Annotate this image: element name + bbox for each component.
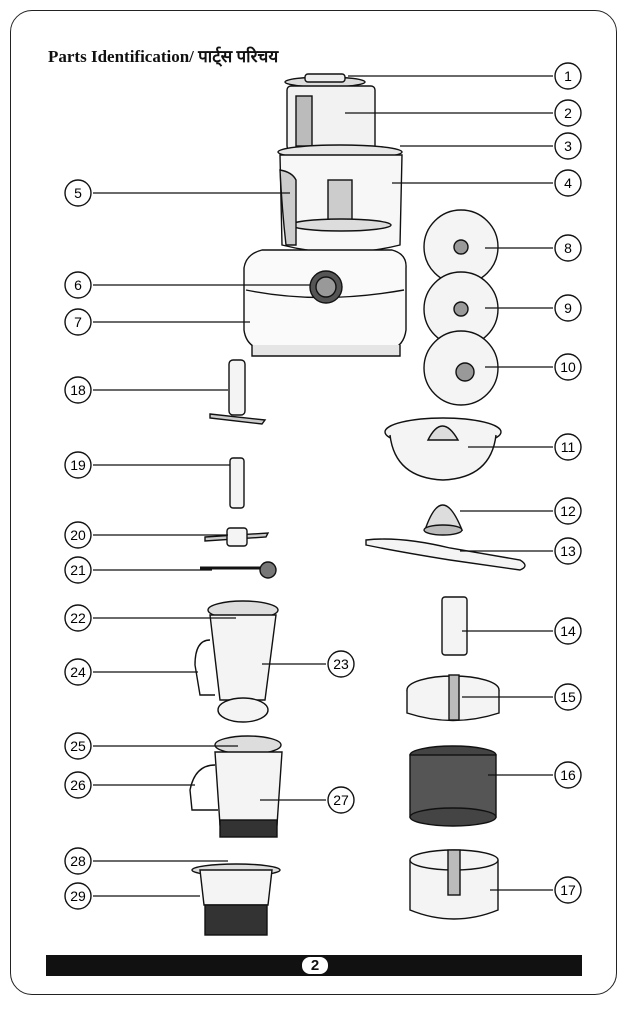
svg-text:6: 6 <box>74 277 82 293</box>
callout-14: 14 <box>555 618 581 644</box>
callout-28: 28 <box>65 848 91 874</box>
callout-4: 4 <box>555 170 581 196</box>
svg-text:11: 11 <box>561 439 576 455</box>
callout-10: 10 <box>555 354 581 380</box>
svg-text:25: 25 <box>70 738 86 754</box>
svg-text:10: 10 <box>560 359 576 375</box>
svg-text:4: 4 <box>564 175 572 191</box>
svg-text:14: 14 <box>560 623 576 639</box>
callout-3: 3 <box>555 133 581 159</box>
svg-text:24: 24 <box>70 664 86 680</box>
chutney-jar-illustration <box>192 864 280 935</box>
svg-text:7: 7 <box>74 314 82 330</box>
svg-text:26: 26 <box>70 777 86 793</box>
attachment-illustrations <box>407 597 499 919</box>
callout-8: 8 <box>555 235 581 261</box>
callout-1: 1 <box>555 63 581 89</box>
callout-26: 26 <box>65 772 91 798</box>
callout-15: 15 <box>555 684 581 710</box>
callout-12: 12 <box>555 498 581 524</box>
callout-29: 29 <box>65 883 91 909</box>
svg-text:15: 15 <box>560 689 576 705</box>
svg-text:28: 28 <box>70 853 86 869</box>
callout-16: 16 <box>555 762 581 788</box>
svg-text:13: 13 <box>560 543 576 559</box>
grinder-jar-illustration <box>190 736 282 837</box>
callout-7: 7 <box>65 309 91 335</box>
callout-21: 21 <box>65 557 91 583</box>
callout-18: 18 <box>65 377 91 403</box>
food-processor-illustration <box>244 74 406 356</box>
callout-22: 22 <box>65 605 91 631</box>
svg-text:27: 27 <box>333 792 349 808</box>
svg-text:8: 8 <box>564 240 572 256</box>
callout-13: 13 <box>555 538 581 564</box>
callout-17: 17 <box>555 877 581 903</box>
svg-text:5: 5 <box>74 185 82 201</box>
svg-text:21: 21 <box>70 562 86 578</box>
blender-jar-illustration <box>195 601 278 722</box>
blade-illustrations <box>200 360 276 578</box>
callout-9: 9 <box>555 295 581 321</box>
callout-5: 5 <box>65 180 91 206</box>
svg-text:2: 2 <box>564 105 572 121</box>
callout-24: 24 <box>65 659 91 685</box>
svg-text:18: 18 <box>70 382 86 398</box>
callout-19: 19 <box>65 452 91 478</box>
spatula-illustration <box>366 539 525 570</box>
svg-text:22: 22 <box>70 610 86 626</box>
callout-20: 20 <box>65 522 91 548</box>
svg-text:23: 23 <box>333 656 349 672</box>
callout-2: 2 <box>555 100 581 126</box>
svg-text:12: 12 <box>560 503 576 519</box>
svg-text:9: 9 <box>564 300 572 316</box>
svg-text:20: 20 <box>70 527 86 543</box>
svg-text:16: 16 <box>560 767 576 783</box>
svg-text:3: 3 <box>564 138 572 154</box>
svg-text:29: 29 <box>70 888 86 904</box>
callout-6: 6 <box>65 272 91 298</box>
callout-25: 25 <box>65 733 91 759</box>
svg-text:17: 17 <box>560 882 576 898</box>
svg-text:19: 19 <box>70 457 86 473</box>
callout-23: 23 <box>328 651 354 677</box>
page-number: 2 <box>300 955 330 976</box>
svg-text:1: 1 <box>564 68 572 84</box>
callout-11: 11 <box>555 434 581 460</box>
juicer-illustration <box>385 418 501 535</box>
callout-27: 27 <box>328 787 354 813</box>
